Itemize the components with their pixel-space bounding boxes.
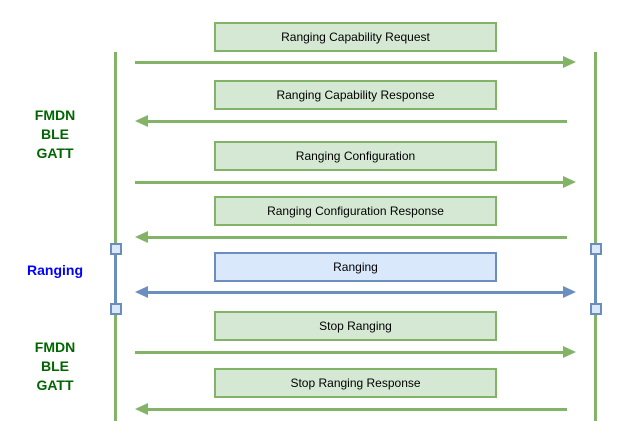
ranging-endpoint-marker [590,303,602,315]
lifeline-right-ranging-segment [594,250,597,310]
lifeline-left-gatt-bottom [114,310,117,421]
lifeline-right-gatt-top [594,52,597,250]
message-box-stop-ranging: Stop Ranging [214,311,497,341]
arrow-shaft [146,120,567,123]
arrowhead-right-icon [563,346,576,358]
section-label-ranging: Ranging [27,262,83,278]
message-box-ranging-capability-request: Ranging Capability Request [214,22,497,52]
lifeline-left-gatt-top [114,52,117,250]
arrow-shaft [135,181,565,184]
message-box-ranging-configuration: Ranging Configuration [214,141,497,171]
section-label-fmdn-ble-gatt-bottom: FMDN BLE GATT [34,339,76,393]
arrow-ranging-capability-request [135,56,576,69]
ranging-endpoint-marker [110,303,122,315]
arrow-shaft [146,291,565,294]
arrowhead-right-icon [563,56,576,68]
arrowhead-right-icon [563,286,576,298]
arrow-stop-ranging-response [135,403,576,416]
message-box-ranging: Ranging [214,252,497,282]
arrow-ranging-configuration-response [135,231,576,244]
arrow-shaft [146,236,567,239]
arrow-ranging-capability-response [135,115,576,128]
arrow-ranging-configuration [135,176,576,189]
arrow-stop-ranging [135,346,576,359]
arrowhead-left-icon [135,403,148,415]
ranging-endpoint-marker [590,243,602,255]
arrow-shaft [135,61,565,64]
arrow-ranging-bidirectional [135,286,576,299]
message-box-ranging-capability-response: Ranging Capability Response [214,80,497,110]
section-label-fmdn-ble-gatt-top: FMDN BLE GATT [34,107,76,161]
arrowhead-left-icon [135,115,148,127]
ranging-endpoint-marker [110,243,122,255]
message-box-ranging-configuration-response: Ranging Configuration Response [214,196,497,226]
lifeline-right-gatt-bottom [594,310,597,421]
arrowhead-left-icon [135,286,148,298]
lifeline-left-ranging-segment [114,250,117,310]
arrow-shaft [135,351,565,354]
arrowhead-left-icon [135,231,148,243]
arrow-shaft [146,408,567,411]
message-box-stop-ranging-response: Stop Ranging Response [214,368,497,398]
arrowhead-right-icon [563,176,576,188]
